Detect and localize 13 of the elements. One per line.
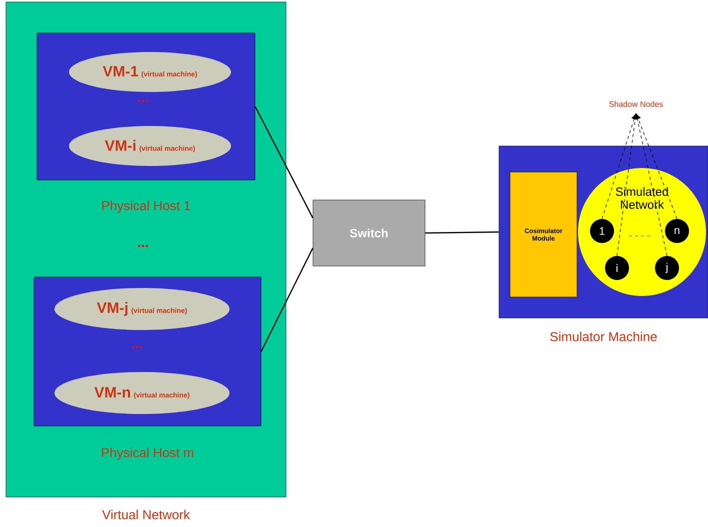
node-label: Physical Host 1 xyxy=(102,200,190,213)
shadow-nodes-label: Shadow Nodes xyxy=(609,101,663,107)
connector xyxy=(425,231,499,234)
connector xyxy=(634,114,668,256)
node-label: Virtual Network xyxy=(102,510,190,520)
node-label: Simulator Machine xyxy=(550,332,657,342)
ellipsis: ... xyxy=(138,100,148,102)
switch-box: Switch xyxy=(312,200,426,266)
connector xyxy=(254,106,314,218)
node-label: Physical Host m xyxy=(102,448,194,460)
ellipsis: ... xyxy=(138,244,148,248)
connector xyxy=(260,248,314,352)
ellipsis: ... xyxy=(132,346,142,348)
